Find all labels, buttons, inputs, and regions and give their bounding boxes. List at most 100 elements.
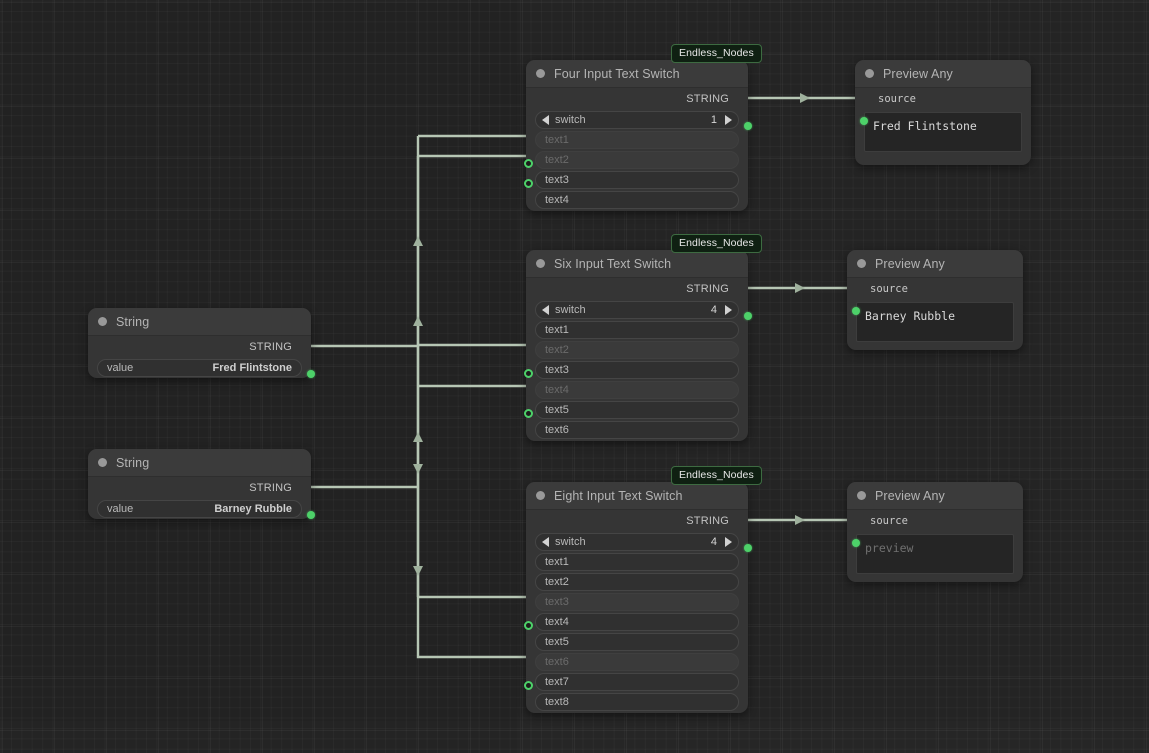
node-title: Eight Input Text Switch [554,488,683,503]
input-port-text3[interactable] [524,621,533,630]
output-port-string[interactable] [307,511,315,519]
chevron-left-icon[interactable] [542,537,549,547]
collapse-dot-icon[interactable] [857,491,866,500]
input-port-text4[interactable] [524,409,533,418]
node-header[interactable]: Preview Any [855,60,1031,88]
collapse-dot-icon[interactable] [536,259,545,268]
input-port-source[interactable] [852,539,860,547]
node-badge-endless-nodes-3: Endless_Nodes [671,466,762,485]
widget-label: text4 [545,384,569,396]
collapse-dot-icon[interactable] [536,491,545,500]
widget-text7[interactable]: text7 [535,673,739,691]
node-header[interactable]: Four Input Text Switch [526,60,748,88]
widget-label: text5 [545,404,569,416]
node-header[interactable]: String [88,449,311,477]
node-string-2[interactable]: String STRING value Barney Rubble [88,449,315,519]
collapse-dot-icon[interactable] [98,317,107,326]
collapse-dot-icon[interactable] [98,458,107,467]
node-title: String [116,455,150,470]
node-preview-any-2[interactable]: Preview Any source Barney Rubble [847,250,1023,350]
collapse-dot-icon[interactable] [865,69,874,78]
input-port-text2[interactable] [524,179,533,188]
output-port-string[interactable] [307,370,315,378]
widget-text4[interactable]: text4 [535,191,739,209]
widget-label: text1 [545,134,569,146]
widget-text8[interactable]: text8 [535,693,739,711]
widget-text1[interactable]: text1 [535,321,739,339]
input-port-text2[interactable] [524,369,533,378]
widget-text6[interactable]: text6 [535,653,739,671]
widget-text1[interactable]: text1 [535,131,739,149]
link-arrow-down-2 [413,566,423,576]
chevron-left-icon[interactable] [542,305,549,315]
combo-label: switch [555,114,586,126]
link-arrow-up-2 [413,316,423,326]
input-port-text6[interactable] [524,681,533,690]
widget-value[interactable]: value Fred Flintstone [97,359,302,377]
output-slot-label: STRING [686,514,729,527]
node-header[interactable]: Preview Any [847,482,1023,510]
input-port-text1[interactable] [524,159,533,168]
collapse-dot-icon[interactable] [857,259,866,268]
widget-label: text4 [545,194,569,206]
combo-label: switch [555,536,586,548]
widget-text5[interactable]: text5 [535,401,739,419]
output-slot-row: STRING [97,336,302,357]
link-arrow-right-2 [795,283,805,293]
output-slot-row: STRING [535,510,739,531]
widget-text4[interactable]: text4 [535,381,739,399]
widget-text3[interactable]: text3 [535,171,739,189]
input-port-source[interactable] [852,307,860,315]
widget-switch-combo[interactable]: switch 4 [535,533,739,551]
widget-label: text2 [545,576,569,588]
output-port-string[interactable] [744,544,752,552]
widget-text5[interactable]: text5 [535,633,739,651]
input-slot-label: source [870,515,908,527]
output-port-string[interactable] [744,122,752,130]
node-header[interactable]: Eight Input Text Switch [526,482,748,510]
node-string-1[interactable]: String STRING value Fred Flintstone [88,308,315,378]
widget-text6[interactable]: text6 [535,421,739,439]
chevron-right-icon[interactable] [725,115,732,125]
node-eight-input-text-switch[interactable]: Eight Input Text Switch STRING switch 4 … [524,482,752,713]
widget-text3[interactable]: text3 [535,361,739,379]
widget-label: text4 [545,616,569,628]
widget-value[interactable]: value Barney Rubble [97,500,302,518]
node-four-input-text-switch[interactable]: Four Input Text Switch STRING switch 1 t… [524,60,752,211]
widget-text2[interactable]: text2 [535,573,739,591]
widget-text2[interactable]: text2 [535,341,739,359]
chevron-right-icon[interactable] [725,537,732,547]
node-body: STRING value Barney Rubble [88,477,315,527]
widget-text2[interactable]: text2 [535,151,739,169]
node-preview-any-3[interactable]: Preview Any source preview [847,482,1023,582]
node-body: STRING switch 4 text1 text2 text3 text4 [524,510,752,720]
combo-label: switch [555,304,586,316]
widget-text3[interactable]: text3 [535,593,739,611]
widget-label: text1 [545,324,569,336]
node-body: STRING value Fred Flintstone [88,336,315,386]
canvas-tint-bottom [0,721,1149,753]
output-port-string[interactable] [744,312,752,320]
node-header[interactable]: String [88,308,311,336]
node-body: source Fred Flintstone [855,88,1031,161]
input-slot-label: source [870,283,908,295]
output-slot-label: STRING [686,282,729,295]
widget-text1[interactable]: text1 [535,553,739,571]
node-header[interactable]: Preview Any [847,250,1023,278]
chevron-right-icon[interactable] [725,305,732,315]
widget-text4[interactable]: text4 [535,613,739,631]
collapse-dot-icon[interactable] [536,69,545,78]
node-preview-any-1[interactable]: Preview Any source Fred Flintstone [855,60,1031,165]
widget-label: value [107,362,134,374]
node-six-input-text-switch[interactable]: Six Input Text Switch STRING switch 4 te… [524,250,752,441]
widget-switch-combo[interactable]: switch 1 [535,111,739,129]
link-arrow-down-1 [413,464,423,474]
chevron-left-icon[interactable] [542,115,549,125]
node-title: Six Input Text Switch [554,256,672,271]
output-slot-row: STRING [97,477,302,498]
input-port-source[interactable] [860,117,868,125]
link-fred-eight-text6 [416,386,533,659]
node-header[interactable]: Six Input Text Switch [526,250,748,278]
widget-switch-combo[interactable]: switch 4 [535,301,739,319]
